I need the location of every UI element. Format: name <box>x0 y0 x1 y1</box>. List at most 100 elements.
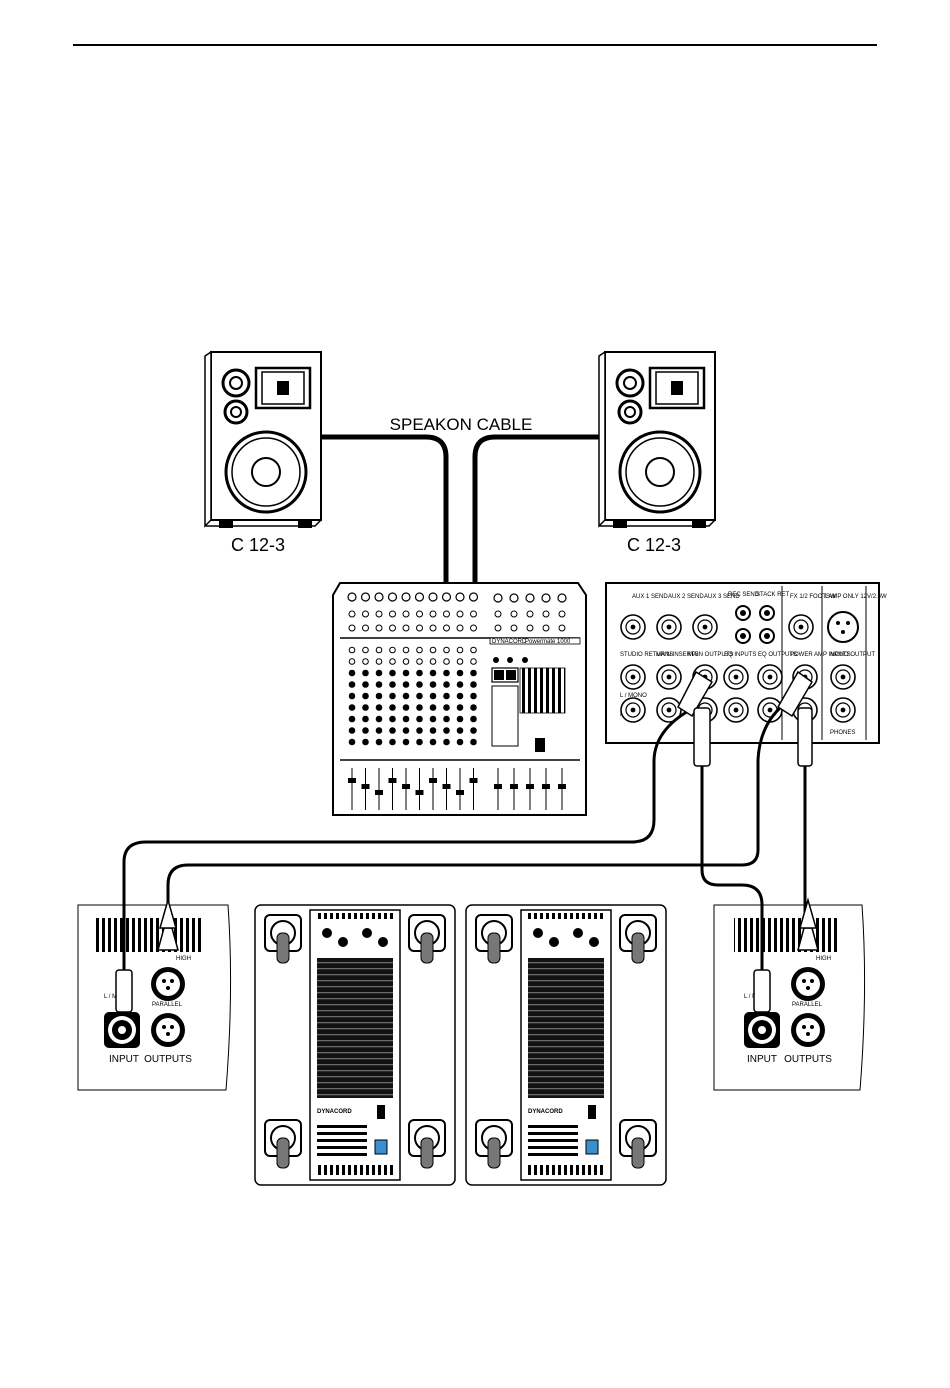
mixer-line-input <box>402 610 410 618</box>
fader-cap <box>388 778 397 783</box>
speakon-cable-right <box>472 434 600 588</box>
amp-spec-line <box>317 1125 367 1128</box>
heatsink <box>528 958 604 1098</box>
speakon-cables <box>322 434 600 588</box>
jack-plug <box>677 670 714 718</box>
subwoofer-rear-1: DYNACORD <box>254 904 456 1186</box>
mixer-knob <box>416 692 423 700</box>
mixer-knob <box>389 715 396 723</box>
sub-left-outputs-label: OUTPUTS <box>144 1054 192 1065</box>
top-rule <box>73 44 877 46</box>
mixer-knob <box>470 658 477 665</box>
aux3-jack <box>692 614 718 640</box>
mixer-stereo-input <box>494 610 502 618</box>
jack-plug <box>753 969 771 1013</box>
sub-right-output-xlr <box>791 1013 825 1047</box>
mixer-knob <box>348 681 356 688</box>
sub-panel-right: L / MONO PARALLEL HIGH INPUT OUTPUTS <box>713 904 866 1091</box>
amp-spec-line <box>528 1146 578 1149</box>
sub-left-parallel: PARALLEL <box>152 1002 183 1008</box>
amp-spec-line <box>317 1146 367 1149</box>
mixer-knob <box>470 727 477 734</box>
amp-connector <box>573 928 583 938</box>
mixer-knob <box>429 715 437 723</box>
amp-spec-line <box>317 1139 367 1142</box>
mixer-knob <box>443 727 450 734</box>
mixer-knob <box>375 681 383 688</box>
fader-cap <box>526 784 534 789</box>
sub-left-output-xlr <box>151 1013 185 1047</box>
mixer-knob <box>402 738 410 746</box>
xlr-plug <box>159 897 177 929</box>
mixer-xlr-input <box>347 592 357 602</box>
mixer-knob <box>375 692 383 700</box>
castor-wheel <box>420 932 434 964</box>
rear-panel: AUX 1 SEND AUX 2 SEND AUX 3 SEND REC SEN… <box>605 582 887 744</box>
mixer-line-input <box>429 610 437 618</box>
aux1-label: AUX 1 SEND <box>632 594 668 600</box>
mixer-line-input <box>443 610 450 618</box>
mixer: DYNACORD Powermate 1000 <box>332 582 587 816</box>
fader-cap <box>558 784 566 789</box>
main-insert-jack <box>656 664 682 690</box>
footsw-jack <box>788 614 814 640</box>
mixer-knob <box>456 715 464 723</box>
cable-plugs <box>115 670 819 1013</box>
mixer-insert-input <box>416 624 423 632</box>
amp-connector <box>378 937 388 947</box>
studio-returns-label: STUDIO RETURNS <box>620 652 673 658</box>
mixer-knob <box>375 646 383 654</box>
eq-input-jack-r <box>723 697 749 723</box>
mixer-knob <box>375 715 383 723</box>
speakon-cable-label: SPEAKON CABLE <box>390 415 533 434</box>
eq-output-jack <box>757 664 783 690</box>
castor-wheel <box>631 932 645 964</box>
mixer-model: Powermate 1000 <box>525 639 571 645</box>
mixer-knob <box>348 715 356 723</box>
mixer-knob <box>348 658 356 665</box>
fx-footsw-label: FX 1/2 FOOTSW <box>790 594 836 600</box>
mixer-stereo-input <box>494 624 502 632</box>
power-inlet <box>585 1139 599 1155</box>
sub-right-parallel: PARALLEL <box>792 1002 823 1008</box>
amp-spec-line <box>317 1153 367 1156</box>
amp-spec-line <box>317 1132 367 1135</box>
mixer-knob <box>429 692 437 700</box>
amp-brand: DYNACORD <box>317 1109 352 1115</box>
power-amp-inputs-label: POWER AMP INPUTS <box>790 652 851 658</box>
mixer-knob <box>402 646 410 654</box>
mixer-knob <box>375 669 383 677</box>
amp-vents <box>526 1165 606 1175</box>
mixer-knob <box>443 715 450 723</box>
amp-spec-line <box>528 1153 578 1156</box>
mixer-insert-input <box>375 624 383 632</box>
mixer-insert-input <box>348 624 356 632</box>
mixer-stereo-input <box>541 593 551 603</box>
cable-power-amp-to-sub-left-parallel <box>166 698 791 950</box>
mixer-knob <box>389 727 396 734</box>
mixer-insert-input <box>429 624 437 632</box>
mixer-knob <box>456 681 464 688</box>
fader-cap <box>456 790 464 795</box>
castor-wheel <box>631 1137 645 1169</box>
fader-cap <box>510 784 518 789</box>
sub-right-outputs-label: OUTPUTS <box>784 1054 832 1065</box>
mixer-knob <box>416 658 423 665</box>
amp-connector <box>549 937 559 947</box>
mixer-knob <box>429 658 437 665</box>
mixer-knob <box>443 646 450 654</box>
mixer-knob <box>402 715 410 723</box>
mixer-line-input <box>362 610 369 618</box>
aux3-label: AUX 3 SEND <box>704 594 740 600</box>
castor-wheel <box>487 1137 501 1169</box>
mixer-knob <box>348 727 356 734</box>
jack-plug <box>115 969 133 1013</box>
mono-output-jack <box>830 664 856 690</box>
power-switch <box>588 1105 596 1119</box>
mixer-knob <box>416 681 423 688</box>
mixer-knob <box>348 704 356 711</box>
jack-plug <box>693 707 711 767</box>
mixer-line-input <box>470 610 477 618</box>
mixer-knob <box>348 692 356 700</box>
mixer-stereo-input <box>558 624 566 632</box>
